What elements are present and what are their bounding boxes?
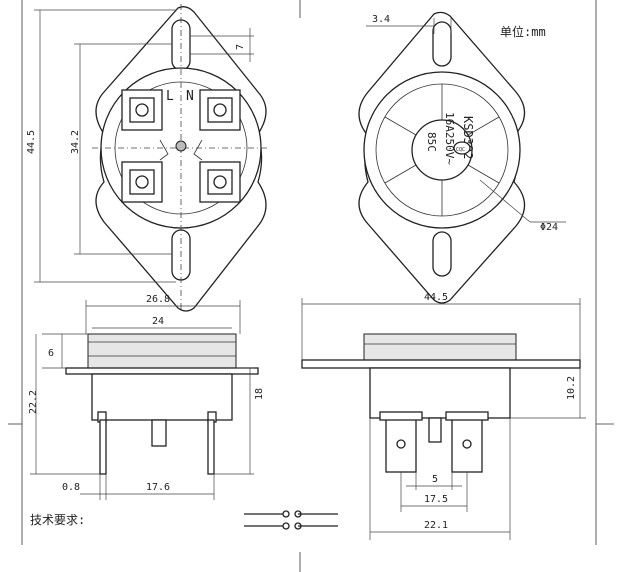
cap-body-side [87,333,237,369]
dim-terminal-width: 5 [432,474,438,485]
housing-front [369,367,511,419]
dim-body-height-side: 18 [254,388,265,400]
center-tab [428,417,442,443]
terminal-label-l: L [166,89,174,104]
terminal-label-n: N [186,89,194,104]
marking-rating: 16A250V~ [443,112,456,165]
cap-body-front [363,333,517,361]
terminal-pin-right [207,419,215,475]
tech-requirements-label: 技术要求: [30,513,85,527]
dim-front-height: 10.2 [566,376,577,400]
terminal-view: L N 7 44.5 34.2 [26,4,270,312]
terminal-front-left [385,415,417,473]
dim-terminal-pitch-front: 17.5 [424,494,448,505]
dim-top-hole-offset: 7 [235,44,246,50]
side-view: 26.8 24 6 22.2 18 0.8 17.6 技术要求: [28,294,265,527]
dim-flange-thickness: 3.4 [372,14,390,25]
dim-body-width-front: 22.1 [424,520,448,531]
dim-body-width-inner: 24 [152,316,164,327]
dim-cap-height: 6 [48,348,54,359]
dim-terminal-span: 34.2 [70,130,81,154]
dim-overall-height: 44.5 [26,130,37,154]
marking-view: KSD302 16A250V~ 85C CQC 3.4 单位:mm Φ24 [358,11,566,304]
flange-front [301,359,581,369]
flange-side [65,367,259,375]
terminal-front-right [451,415,483,473]
dim-flange-width: 44.5 [424,292,448,303]
dim-terminal-thickness: 0.8 [62,482,80,493]
dim-terminal-pitch-side: 17.6 [146,482,170,493]
cqc-mark-text: CQC [456,147,465,153]
rivet [175,140,187,152]
front-view: 44.5 10.2 5 17.5 22.1 [301,292,586,540]
unit-label: 单位:mm [500,24,546,39]
terminal-pin-left [99,419,107,475]
dim-total-height-side: 22.2 [28,390,39,414]
dim-body-width-outer: 26.8 [146,294,170,305]
drawing-frame [8,0,614,572]
dim-cap-diameter: Φ24 [540,222,558,233]
center-stub [151,419,167,447]
switch-symbol [244,510,338,530]
cqc-mark [453,141,471,155]
marking-temperature: 85C [425,132,438,152]
